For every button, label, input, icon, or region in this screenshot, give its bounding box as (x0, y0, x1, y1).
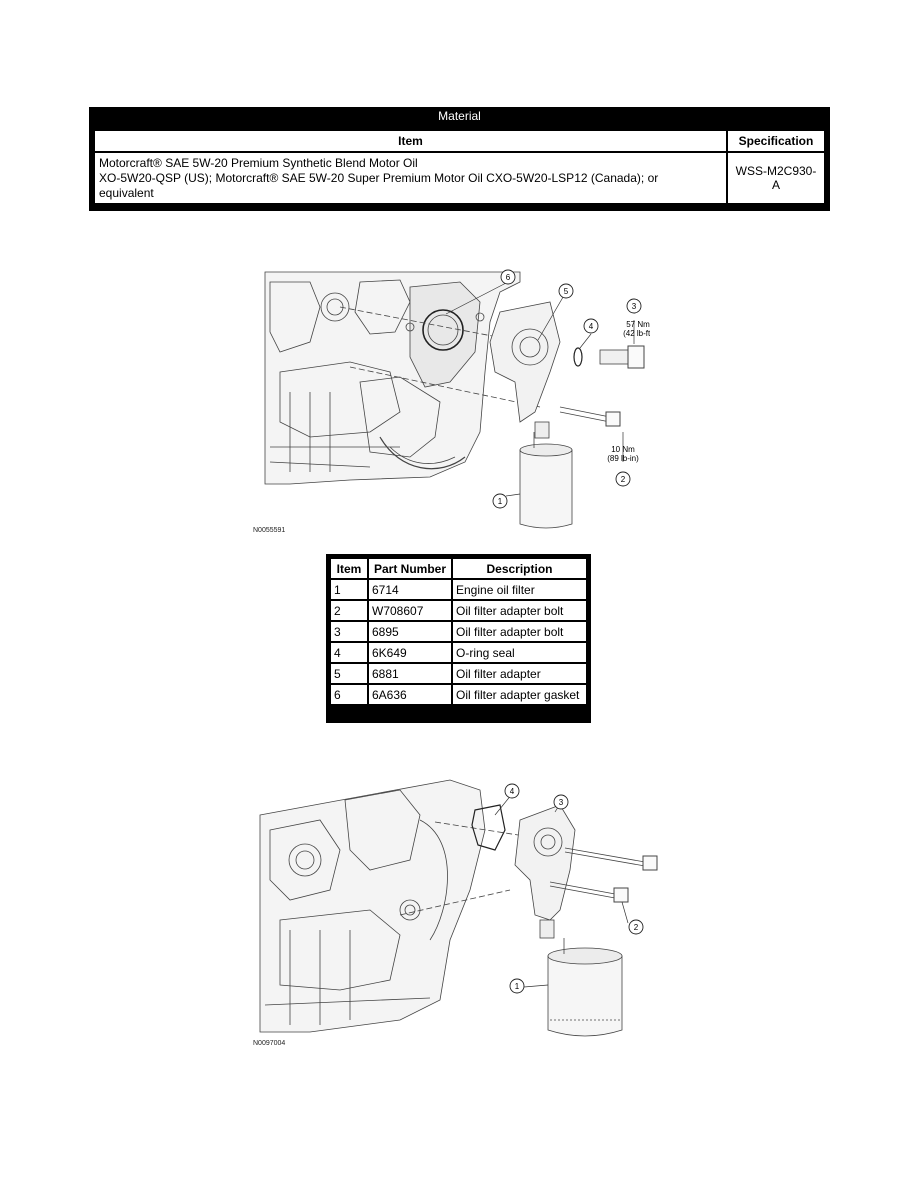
fig2-callout-3-circle (553, 794, 569, 810)
callout-6-circle (500, 269, 516, 285)
torque-57-value: 57 Nm (626, 320, 650, 329)
o-ring-part (573, 347, 583, 367)
material-row: Motorcraft® SAE 5W-20 Premium Synthetic … (93, 151, 826, 205)
fig2-callout-4-label: 4 (510, 787, 515, 796)
material-item-line3: equivalent (99, 185, 154, 200)
callout-5-circle (558, 283, 574, 299)
parts-cell-item: 6 (329, 683, 369, 706)
parts-cell-item: 1 (329, 578, 369, 601)
table-row: 6 6A636 Oil filter adapter gasket (329, 683, 588, 706)
parts-cell-desc: O-ring seal (451, 641, 588, 664)
material-header-specification: Specification (726, 129, 826, 153)
parts-table: Item Part Number Description 1 6714 Engi… (326, 554, 591, 723)
fig2-callout-4-circle (504, 783, 520, 799)
parts-header-part-number: Part Number (367, 557, 453, 580)
material-table: Material Item Specification Motorcraft® … (89, 107, 830, 211)
parts-cell-desc: Oil filter adapter bolt (451, 620, 588, 643)
callout-5-label: 5 (564, 287, 569, 296)
parts-grid: Item Part Number Description 1 6714 Engi… (329, 557, 588, 706)
fig2-callout-2-circle (628, 919, 644, 935)
parts-cell-item: 4 (329, 641, 369, 664)
parts-cell-item: 5 (329, 662, 369, 685)
material-header-item: Item (93, 129, 728, 153)
material-item-cell: Motorcraft® SAE 5W-20 Premium Synthetic … (93, 151, 728, 205)
table-row: 2 W708607 Oil filter adapter bolt (329, 599, 588, 622)
parts-cell-part: 6714 (367, 578, 453, 601)
gasket-part (471, 804, 506, 851)
torque-57-alt: (42 lb-ft) (623, 329, 650, 338)
callout-2-label: 2 (621, 475, 626, 484)
oil-filter-adapter-part (489, 301, 561, 439)
parts-cell-desc: Engine oil filter (451, 578, 588, 601)
adapter-bolts-part (549, 847, 658, 903)
parts-cell-item: 2 (329, 599, 369, 622)
figure1-code: N0055591 (253, 527, 286, 534)
fig2-callout-3-label: 3 (559, 798, 564, 807)
adapter-bolt-3-part (599, 345, 645, 369)
parts-cell-part: 6881 (367, 662, 453, 685)
callout-6-label: 6 (506, 273, 511, 282)
callout-1-label: 1 (498, 497, 503, 506)
figure2-code: N0097004 (253, 1040, 286, 1047)
adapter-bolt-2-part (559, 406, 621, 427)
fig2-callout-2-label: 2 (634, 923, 639, 932)
fig2-callout-1-circle (509, 978, 525, 994)
parts-cell-part: 6895 (367, 620, 453, 643)
parts-cell-desc: Oil filter adapter (451, 662, 588, 685)
material-item-line2: XO-5W20-QSP (US); Motorcraft® SAE 5W-20 … (99, 170, 659, 185)
fig2-callout-1-label: 1 (515, 982, 520, 991)
engine-block-drawing (264, 271, 521, 485)
callout-3-circle (626, 298, 642, 314)
torque-10-alt: (89 lb-in) (607, 454, 639, 463)
material-grid: Item Specification Motorcraft® SAE 5W-20… (93, 129, 826, 205)
engine-oil-filter-part (519, 432, 573, 529)
callout-3-label: 3 (632, 302, 637, 311)
parts-cell-desc: Oil filter adapter gasket (451, 683, 588, 706)
oil-filter-installation-illustration: 1 2 3 4 (259, 779, 658, 1037)
parts-cell-desc: Oil filter adapter bolt (451, 599, 588, 622)
engine-block-drawing-2 (259, 779, 486, 1033)
engine-oil-filter-part-2 (547, 938, 623, 1037)
callout-2-circle (615, 471, 631, 487)
callout-4-circle (583, 318, 599, 334)
callout-4-label: 4 (589, 322, 594, 331)
oil-filter-adapter-illustration: 1 2 3 4 5 6 57 Nm (42 lb-ft) 10 Nm (89 l… (264, 269, 650, 529)
material-specification-cell: WSS-M2C930-A (726, 151, 826, 205)
table-row: 1 6714 Engine oil filter (329, 578, 588, 601)
table-row: 3 6895 Oil filter adapter bolt (329, 620, 588, 643)
parts-header-description: Description (451, 557, 588, 580)
oil-filter-adapter-part-2 (514, 804, 576, 939)
parts-header-item: Item (329, 557, 369, 580)
torque-10-value: 10 Nm (611, 445, 635, 454)
table-row: 5 6881 Oil filter adapter (329, 662, 588, 685)
table-row: 4 6K649 O-ring seal (329, 641, 588, 664)
callout-1-circle (492, 493, 508, 509)
material-item-line1: Motorcraft® SAE 5W-20 Premium Synthetic … (99, 155, 418, 170)
parts-cell-part: W708607 (367, 599, 453, 622)
parts-cell-part: 6K649 (367, 641, 453, 664)
material-table-title: Material (438, 109, 481, 123)
parts-cell-item: 3 (329, 620, 369, 643)
parts-cell-part: 6A636 (367, 683, 453, 706)
